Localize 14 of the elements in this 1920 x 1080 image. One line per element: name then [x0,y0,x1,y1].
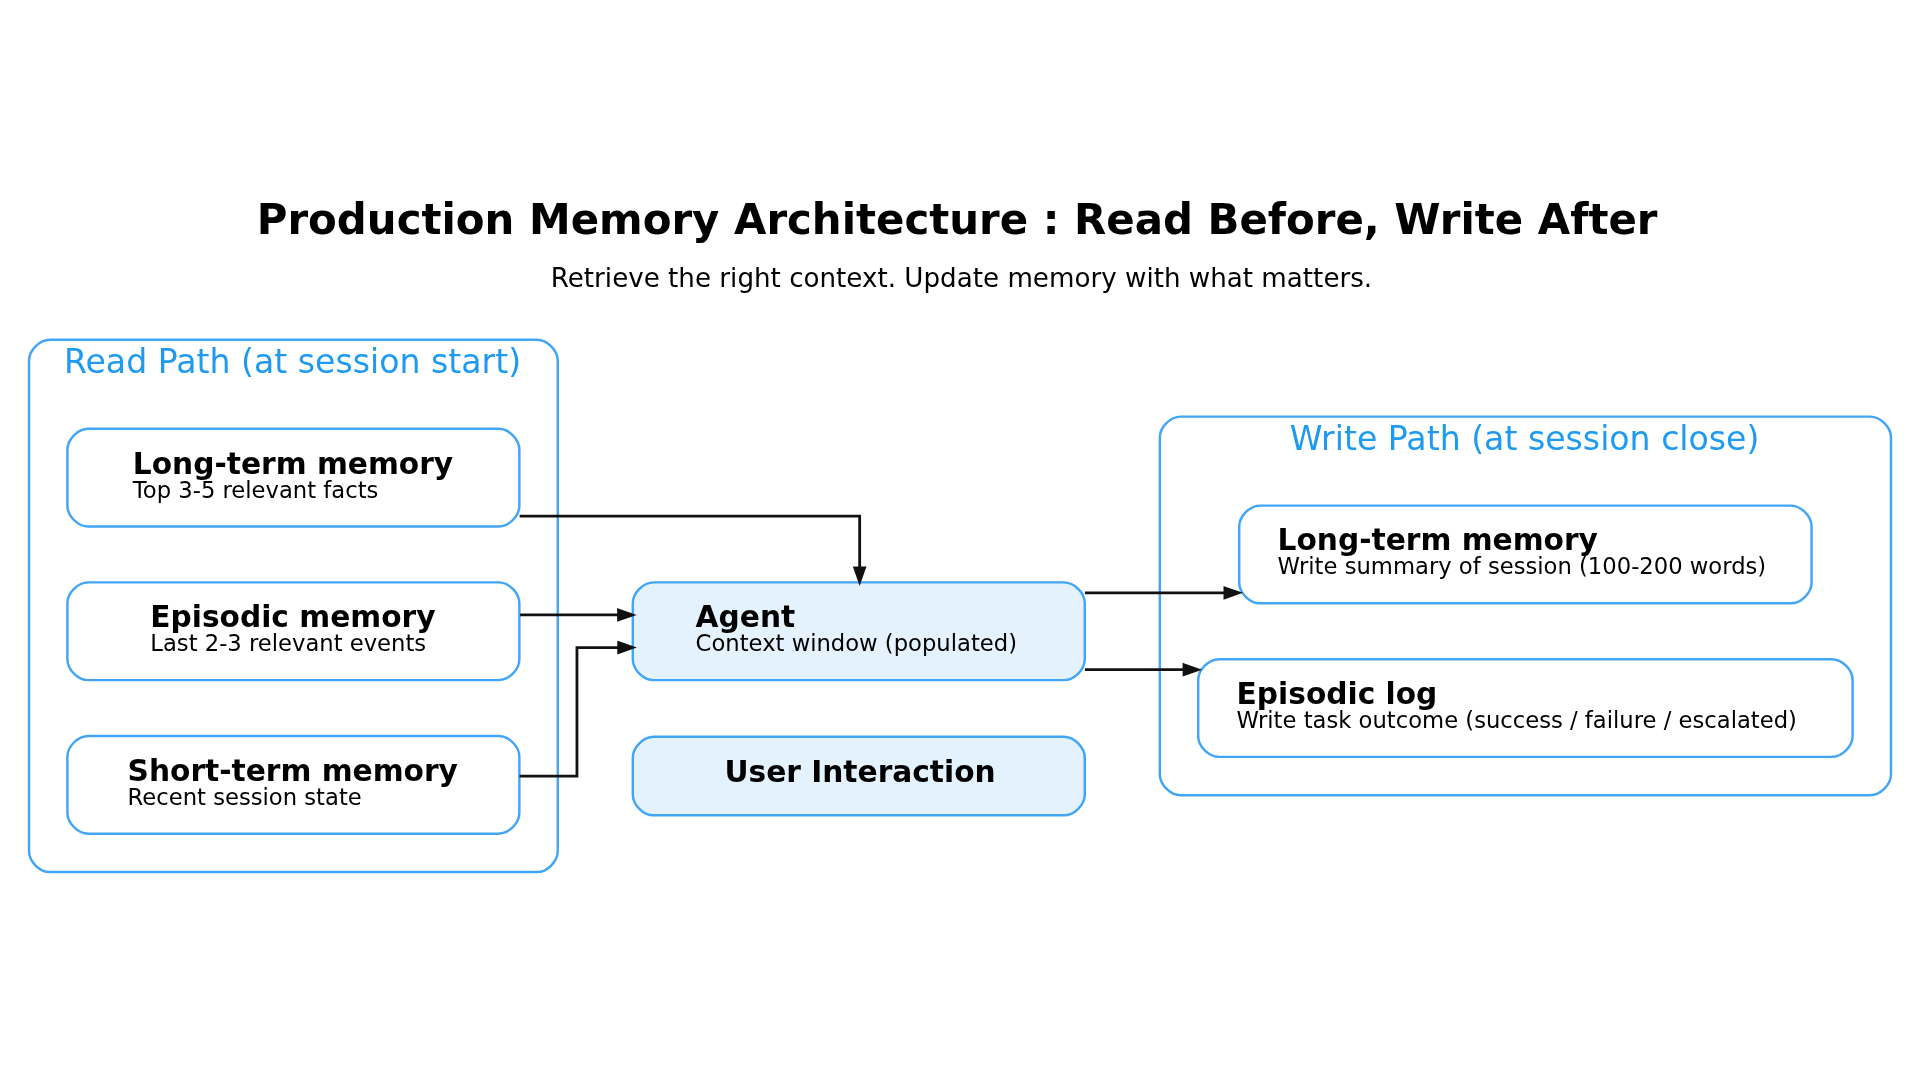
node-box: Short-term memory Recent session state [66,734,521,835]
arrow [520,607,637,622]
diagram-title: Production Memory Architecture : Read Before, Write After [256,194,1658,244]
arrow [519,514,867,586]
arrow [1084,662,1203,676]
node-box: Long-term memory Top 3-5 relevant facts [66,427,521,528]
node-box: Episodic memory Last 2-3 relevant events [66,580,521,681]
arrow [1084,585,1244,600]
arrow [519,640,637,777]
node-box: Long-term memory Write summary of session (100-200 words) [1238,503,1813,605]
node-box: Agent Context window (populated) [631,580,1086,681]
caption: Retrieve the right context. Update memory with what matters. [550,262,1373,293]
node-box: User Interaction [631,735,1086,817]
node-box: Episodic log Write task outcome (success / failure / escalated) [1197,657,1854,758]
